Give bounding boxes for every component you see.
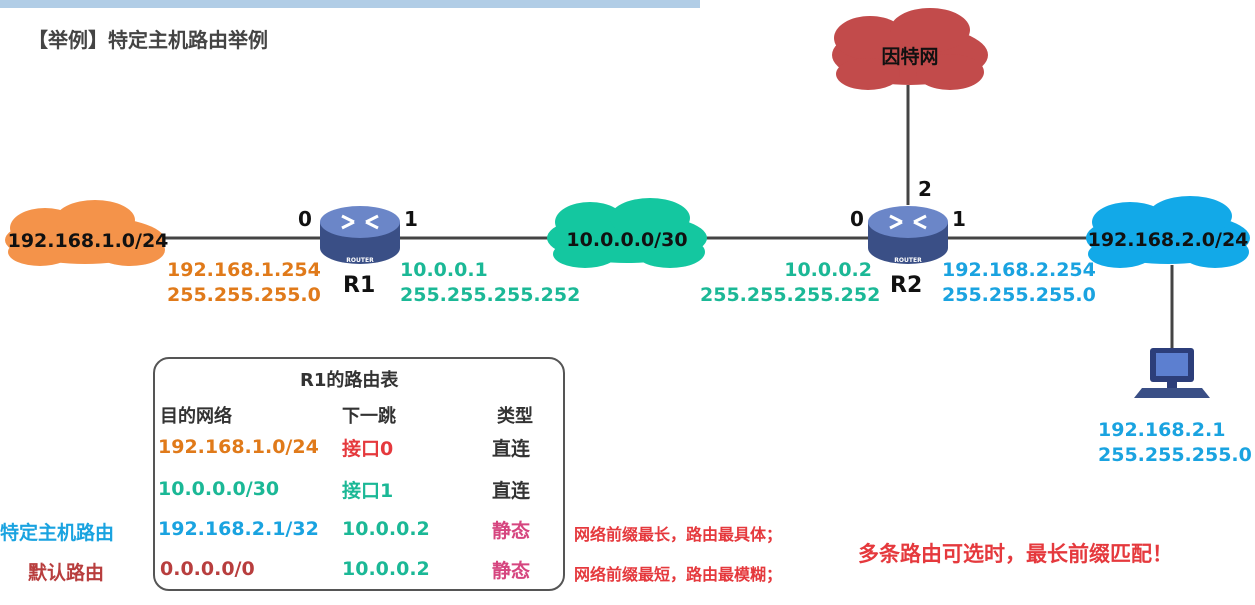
row4-type: 静态 <box>492 560 531 582</box>
top-banner <box>0 0 700 8</box>
row3-next: 10.0.0.2 <box>342 518 430 540</box>
label-host-route: 特定主机路由 <box>0 522 115 544</box>
r1-if1-mask: 255.255.255.252 <box>400 284 581 306</box>
header-dest: 目的网络 <box>160 406 232 427</box>
r2-port-right: 1 <box>952 207 966 231</box>
page-heading: 【举例】特定主机路由举例 <box>28 28 268 52</box>
row4-dest: 0.0.0.0/0 <box>160 558 255 580</box>
label-default-route: 默认路由 <box>28 562 105 584</box>
r1-port-left: 0 <box>298 207 312 231</box>
host-ip: 192.168.2.1 <box>1098 419 1226 441</box>
internet-label: 因特网 <box>881 46 938 68</box>
r2-port-top: 2 <box>918 177 932 201</box>
row4-next: 10.0.0.2 <box>342 558 430 580</box>
r2-name: R2 <box>890 273 922 298</box>
r1-name: R1 <box>343 273 375 298</box>
r1-if0-address: 192.168.1.254 255.255.255.0 <box>167 258 321 308</box>
row2-type: 直连 <box>492 480 531 502</box>
cloud-net-left: 192.168.1.0/24 <box>5 200 168 266</box>
row1-dest: 192.168.1.0/24 <box>158 436 319 458</box>
note-shortest-prefix: 网络前缀最短，路由最模糊； <box>574 565 783 584</box>
net-mid-label: 10.0.0.0/30 <box>566 229 687 251</box>
net-left-label: 192.168.1.0/24 <box>8 230 169 252</box>
r1-if1-address: 10.0.0.1 255.255.255.252 <box>400 258 580 308</box>
row2-next: 接口1 <box>342 480 394 502</box>
r2-badge: ROUTER <box>894 257 922 264</box>
r2-if1-address: 192.168.2.254 255.255.255.0 <box>942 258 1096 308</box>
r2-if0-ip: 10.0.0.2 <box>784 259 872 281</box>
r2-if1-ip: 192.168.2.254 <box>942 259 1096 281</box>
cloud-internet: 因特网 <box>832 8 988 90</box>
cloud-net-right: 192.168.2.0/24 <box>1086 196 1250 268</box>
r2-if0-address: 10.0.0.2 255.255.255.252 <box>700 258 881 308</box>
router-r2-icon: ROUTER <box>868 206 948 264</box>
conclusion-longest-prefix-match: 多条路由可选时，最长前缀匹配！ <box>858 542 1173 566</box>
cloud-net-mid: 10.0.0.0/30 <box>547 198 707 268</box>
routing-table <box>153 357 565 591</box>
r1-port-right: 1 <box>404 207 418 231</box>
row1-next: 接口0 <box>342 438 394 460</box>
routing-table-title: R1的路由表 <box>300 370 399 391</box>
router-r1-icon: ROUTER <box>320 206 400 264</box>
host-mask: 255.255.255.0 <box>1098 444 1252 466</box>
r1-if0-mask: 255.255.255.0 <box>167 284 321 306</box>
host-address: 192.168.2.1 255.255.255.0 <box>1098 418 1252 468</box>
row2-dest: 10.0.0.0/30 <box>158 478 280 500</box>
row1-type: 直连 <box>492 438 531 460</box>
r1-if0-ip: 192.168.1.254 <box>167 259 321 281</box>
header-next: 下一跳 <box>342 406 396 427</box>
row3-dest: 192.168.2.1/32 <box>158 518 319 540</box>
host-computer-icon <box>1134 348 1210 398</box>
r2-if1-mask: 255.255.255.0 <box>942 284 1096 306</box>
r2-if0-mask: 255.255.255.252 <box>700 284 881 306</box>
note-longest-prefix: 网络前缀最长，路由最具体； <box>574 525 783 544</box>
r1-if1-ip: 10.0.0.1 <box>400 259 488 281</box>
r2-port-left: 0 <box>850 207 864 231</box>
row3-type: 静态 <box>492 520 531 542</box>
header-type: 类型 <box>497 406 533 427</box>
r1-badge: ROUTER <box>346 257 374 264</box>
net-right-label: 192.168.2.0/24 <box>1088 229 1249 251</box>
